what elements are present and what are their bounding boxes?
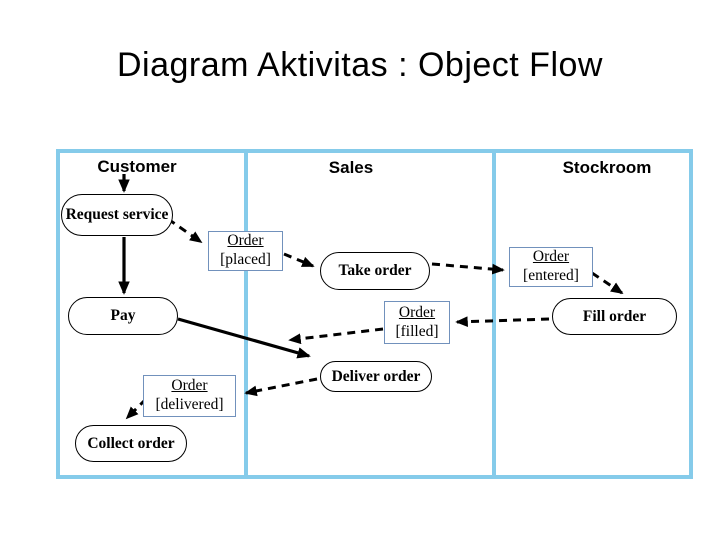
activity-label: Pay [110,307,136,324]
object-state: [entered] [523,267,579,284]
slide-title: Diagram Aktivitas : Object Flow [117,46,603,84]
activity-node-fill-order: Fill order [552,298,677,335]
lane-divider-sales-stockroom [492,153,496,475]
lane-header-stockroom: Stockroom [562,158,652,177]
activity-node-pay: Pay [68,297,178,335]
object-name: Order [171,377,208,395]
swimlane-frame [56,149,693,479]
activity-label: Take order [338,262,412,279]
object-node-order-placed: Order [placed] [208,231,283,271]
activity-node-deliver-order: Deliver order [320,361,432,392]
object-node-order-entered: Order [entered] [509,247,593,287]
object-name: Order [532,248,570,266]
object-node-order-delivered: Order [delivered] [143,375,236,417]
lane-divider-customer-sales [244,153,248,475]
activity-label: Deliver order [331,367,421,385]
activity-label: Collect order [87,434,175,452]
activity-node-take-order: Take order [320,252,430,290]
lane-header-customer: Customer [97,157,177,176]
object-name: Order [227,232,264,250]
object-state: [delivered] [155,396,224,413]
object-state: [filled] [395,322,439,340]
object-state: [placed] [220,251,271,268]
lane-header-sales: Sales [328,158,374,177]
activity-label: Request service [65,206,169,223]
activity-label: Fill order [582,307,647,325]
object-node-order-filled: Order [filled] [384,301,450,344]
object-name: Order [398,303,436,321]
activity-node-request-service: Request service [61,194,173,236]
activity-node-collect-order: Collect order [75,425,187,462]
